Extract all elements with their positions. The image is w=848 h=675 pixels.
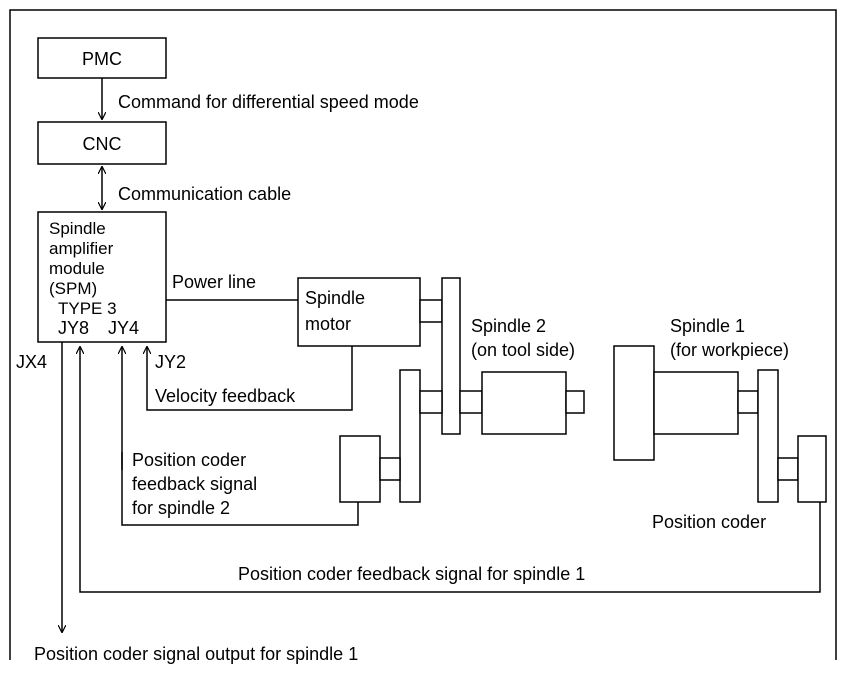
cnc-box bbox=[37, 121, 167, 165]
spindle-motor-line-2: motor bbox=[305, 314, 351, 334]
spindle1-chuck bbox=[613, 345, 655, 461]
motor-coupling bbox=[419, 299, 443, 323]
position-coder-spindle1-shaft bbox=[777, 457, 799, 481]
jy2-label: JY2 bbox=[155, 352, 186, 372]
spindle2-tip bbox=[565, 390, 585, 414]
spindle2-label-2: (on tool side) bbox=[471, 340, 575, 360]
command-label: Command for differential speed mode bbox=[118, 92, 419, 112]
pc-feedback-spindle1-label: Position coder feedback signal for spind… bbox=[238, 564, 585, 584]
pc-feedback-spindle1-line bbox=[80, 347, 821, 593]
spindle1-label-2: (for workpiece) bbox=[670, 340, 789, 360]
communication-label: Communication cable bbox=[118, 184, 291, 204]
position-coder-label: Position coder bbox=[652, 512, 766, 532]
pc-feedback-spindle2-line-1: Position coder bbox=[132, 450, 246, 470]
spm-port-jy8: JY8 bbox=[58, 318, 89, 338]
pmc-label: PMC bbox=[82, 49, 122, 69]
pc-feedback-spindle2-line-3: for spindle 2 bbox=[132, 498, 230, 518]
power-line-label: Power line bbox=[172, 272, 256, 292]
spindle1-label-1: Spindle 1 bbox=[670, 316, 745, 336]
spindle2-label-1: Spindle 2 bbox=[471, 316, 546, 336]
spindle2-pulley bbox=[441, 277, 461, 435]
position-coder-spindle1 bbox=[797, 435, 827, 503]
spm-line-3: module bbox=[49, 259, 105, 278]
spm-line-1: Spindle bbox=[49, 219, 106, 238]
spm-port-jy4: JY4 bbox=[108, 318, 139, 338]
pc-feedback-spindle2-line-2: feedback signal bbox=[132, 474, 257, 494]
spm-line-5: TYPE 3 bbox=[58, 299, 117, 318]
spindle-motor-line-1: Spindle bbox=[305, 288, 365, 308]
diagram-frame bbox=[9, 9, 837, 660]
spindle1-pulley bbox=[757, 369, 779, 503]
pc-feedback-spindle2-line bbox=[122, 347, 359, 526]
velocity-feedback-line bbox=[147, 346, 353, 411]
spm-box bbox=[37, 211, 167, 343]
spindle2-shaft bbox=[459, 390, 483, 414]
spm-line-2: amplifier bbox=[49, 239, 114, 258]
pc-output-spindle1-label: Position coder signal output for spindle… bbox=[34, 644, 358, 664]
spindle-motor-box bbox=[297, 277, 421, 347]
position-coder-spindle2-shaft bbox=[379, 457, 401, 481]
spindle2-belt-shaft bbox=[419, 390, 443, 414]
spindle2-body bbox=[481, 371, 567, 435]
jx4-label: JX4 bbox=[16, 352, 47, 372]
spindle1-shaft bbox=[737, 390, 759, 414]
velocity-feedback-label: Velocity feedback bbox=[155, 386, 296, 406]
spm-line-4: (SPM) bbox=[49, 279, 97, 298]
spindle2-belt-pulley bbox=[399, 369, 421, 503]
cnc-label: CNC bbox=[83, 134, 122, 154]
spindle1-body bbox=[653, 371, 739, 435]
position-coder-spindle2 bbox=[339, 435, 381, 503]
